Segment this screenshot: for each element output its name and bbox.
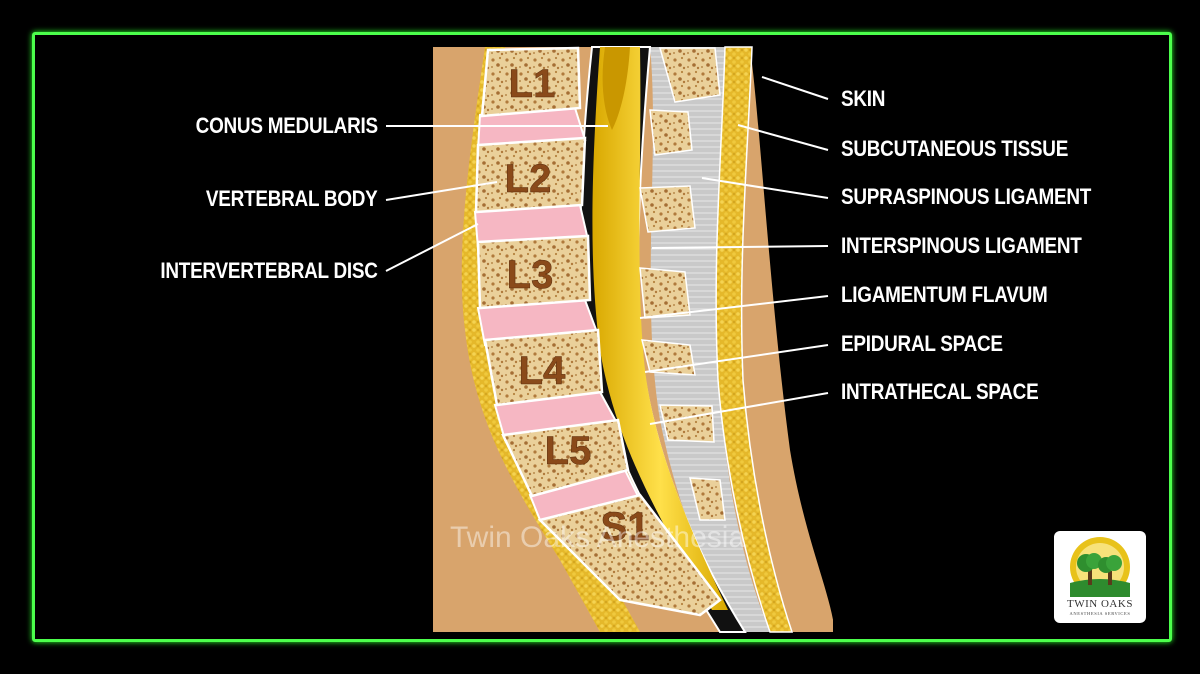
vertebra-l3: [476, 234, 592, 310]
label-skin: SKIN: [841, 86, 886, 111]
subcutaneous-band: [715, 46, 794, 633]
leader-vbody: [385, 181, 498, 201]
back-contour: [750, 47, 835, 632]
vertebra-l4: [483, 328, 604, 407]
vertebra-l2: [474, 136, 587, 214]
oak-trees-icon: [1070, 537, 1130, 597]
logo-subtitle: ANESTHESIA SERVICES: [1069, 611, 1131, 616]
vertebra-l5: [501, 418, 630, 498]
label-interspinous-ligament: INTERSPINOUS LIGAMENT: [841, 233, 1082, 258]
vertebra-label-l3: L3: [507, 253, 554, 297]
leader-flavum: [639, 295, 829, 319]
label-subcutaneous-tissue: SUBCUTANEOUS TISSUE: [841, 136, 1069, 161]
twin-oaks-logo: TWIN OAKS ANESTHESIA SERVICES: [1054, 531, 1146, 623]
vertebra-label-l1: L1: [509, 62, 556, 106]
vertebral-bodies: [474, 46, 722, 617]
leader-inter: [651, 245, 829, 249]
label-conus-medularis: CONUS MEDULARIS: [195, 113, 378, 138]
label-ligamentum-flavum: LIGAMENTUM FLAVUM: [841, 282, 1048, 307]
green-border-frame: [32, 32, 1172, 642]
leader-intrathecal: [649, 392, 829, 425]
vertebra-l1: [480, 46, 582, 118]
label-intervertebral-disc: INTERVERTEBRAL DISC: [160, 258, 379, 283]
leader-supra: [701, 177, 829, 199]
vertebra-label-l5: L5: [545, 429, 592, 473]
label-intrathecal-space: INTRATHECAL SPACE: [841, 379, 1039, 404]
vertebra-label-l2: L2: [505, 157, 552, 201]
vertebra-s1: [537, 493, 722, 617]
logo-title: TWIN OAKS: [1067, 598, 1133, 610]
leader-epidural: [644, 344, 829, 373]
leader-skin: [761, 76, 829, 100]
vertebra-label-s1: S1: [601, 505, 650, 549]
label-supraspinous-ligament: SUPRASPINOUS LIGAMENT: [841, 184, 1092, 209]
leader-subq: [737, 124, 829, 151]
leader-lines: [385, 76, 829, 425]
watermark: Twin Oaks Anesthesia: [450, 521, 745, 554]
vertebra-label-l4: L4: [519, 349, 566, 393]
label-epidural-space: EPIDURAL SPACE: [841, 331, 1003, 356]
label-vertebral-body: VERTEBRAL BODY: [206, 186, 378, 211]
conus-tip: [602, 47, 630, 130]
spinal-cord: [592, 47, 728, 610]
leader-disc: [385, 223, 479, 272]
